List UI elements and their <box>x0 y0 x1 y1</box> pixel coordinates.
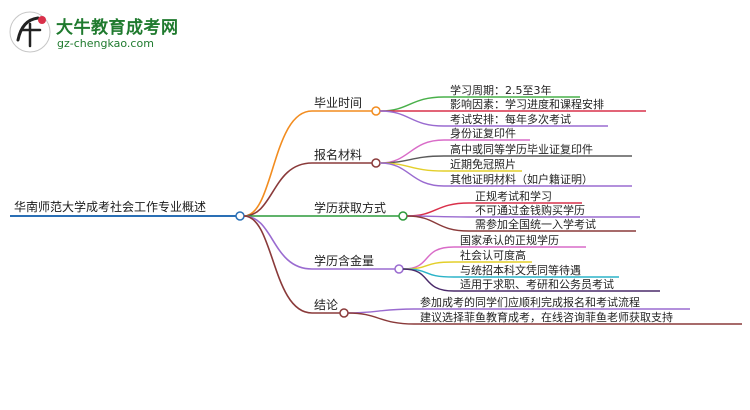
leaf-node[interactable]: 需参加全国统一入学考试 <box>406 215 636 232</box>
root-knot-icon <box>235 211 245 221</box>
leaf-connector <box>347 308 415 314</box>
leaf-label: 高中或同等学历毕业证复印件 <box>450 142 593 156</box>
leaf-node[interactable]: 近期免冠照片 <box>379 157 522 172</box>
branch-label: 结论 <box>314 298 338 312</box>
leaf-node[interactable]: 参加成考的同学们应顺利完成报名和考试流程 <box>347 295 690 314</box>
branch-knot-icon <box>394 264 404 274</box>
branch-label: 学历获取方式 <box>314 200 386 215</box>
branch-label: 学历含金量 <box>314 253 374 268</box>
leaf-label: 建议选择菲鱼教育成考，在线咨询菲鱼老师获取支持 <box>420 310 673 324</box>
leaf-label: 社会认可度高 <box>460 248 526 262</box>
branch-connector <box>243 162 313 217</box>
branch-4[interactable]: 学历含金量 国家承认的正规学历社会认可度高与统招本科文凭同等待遇适用于求职、考研和… <box>243 215 660 292</box>
leaf-label: 身份证复印件 <box>450 126 516 140</box>
branch-connector <box>243 215 313 314</box>
leaf-node[interactable]: 考试安排：每年多次考试 <box>379 110 608 127</box>
leaf-label: 国家承认的正规学历 <box>460 233 559 247</box>
branch-connector <box>243 110 313 217</box>
leaf-label: 参加成考的同学们应顺利完成报名和考试流程 <box>420 295 640 309</box>
leaf-label: 不可通过金钱购买学历 <box>475 203 585 217</box>
leaf-node[interactable]: 其他证明材料（如户籍证明） <box>379 162 632 187</box>
leaf-node[interactable]: 影响因素：学习进度和课程安排 <box>380 97 646 112</box>
leaf-node[interactable]: 不可通过金钱购买学历 <box>406 203 640 218</box>
leaf-connector <box>347 312 415 325</box>
leaf-node[interactable]: 建议选择菲鱼教育成考，在线咨询菲鱼老师获取支持 <box>347 310 742 325</box>
leaf-label: 考试安排：每年多次考试 <box>450 112 571 126</box>
site-logo[interactable]: 大牛教育成考网 gz-chengkao.com <box>8 10 208 55</box>
leaf-connector <box>379 96 445 112</box>
branch-connector <box>243 215 313 270</box>
leaf-label: 适用于求职、考研和公务员考试 <box>460 278 614 291</box>
branch-knot-icon <box>398 211 408 221</box>
leaf-label: 影响因素：学习进度和课程安排 <box>450 97 604 111</box>
leaf-node[interactable]: 适用于求职、考研和公务员考试 <box>402 268 660 292</box>
logo-url: gz-chengkao.com <box>57 37 154 50</box>
leaf-label: 正规考试和学习 <box>475 189 552 203</box>
leaf-connector <box>402 268 455 292</box>
branch-knot-icon <box>339 308 349 318</box>
leaf-label: 近期免冠照片 <box>450 157 516 171</box>
leaf-node[interactable]: 正规考试和学习 <box>406 189 582 217</box>
branch-2[interactable]: 报名材料 身份证复印件高中或同等学历毕业证复印件近期免冠照片其他证明材料（如户籍证… <box>243 126 632 217</box>
branch-knot-icon <box>371 158 381 168</box>
branch-5[interactable]: 结论 参加成考的同学们应顺利完成报名和考试流程建议选择菲鱼教育成考，在线咨询菲鱼老… <box>243 215 742 325</box>
leaf-connector <box>379 155 445 164</box>
leaf-connector <box>379 162 445 187</box>
branch-knot-icon <box>371 106 381 116</box>
leaf-connector <box>406 202 470 217</box>
leaf-node[interactable]: 与统招本科文凭同等待遇 <box>402 263 619 278</box>
logo-mark-icon <box>9 11 51 53</box>
leaf-label: 其他证明材料（如户籍证明） <box>450 172 593 186</box>
root-node[interactable]: 华南师范大学成考社会工作专业概述 <box>10 199 245 221</box>
leaf-label: 与统招本科文凭同等待遇 <box>460 263 581 277</box>
leaf-connector <box>406 215 470 232</box>
root-label: 华南师范大学成考社会工作专业概述 <box>14 199 206 214</box>
leaf-label: 学习周期：2.5至3年 <box>450 83 552 97</box>
branch-label: 毕业时间 <box>314 96 362 110</box>
leaf-connector <box>379 110 445 127</box>
branch-label: 报名材料 <box>314 147 362 162</box>
logo-title: 大牛教育成考网 <box>56 18 179 38</box>
leaf-label: 需参加全国统一入学考试 <box>475 217 596 231</box>
